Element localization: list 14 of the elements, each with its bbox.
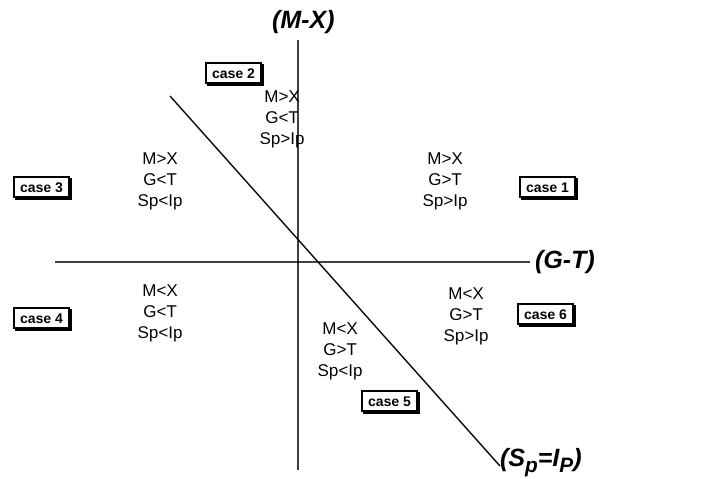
condition-text: M>X G<T Sp<Ip [138, 148, 182, 211]
axis-label: (M-X) [272, 6, 334, 35]
condition-text: M<X G>T Sp<Ip [318, 318, 362, 381]
case-label: case 4 [13, 307, 70, 329]
condition-text: M<X G>T Sp>Ip [444, 283, 488, 346]
condition-text: M>X G>T Sp>Ip [422, 148, 468, 211]
case-label: case 2 [205, 62, 262, 84]
case-label: case 3 [13, 176, 70, 198]
case-label: case 6 [517, 303, 574, 325]
case-label: case 5 [361, 390, 418, 412]
case-label: case 1 [519, 176, 576, 198]
line-label: (S$_{p}$=I$_{P}$) [500, 444, 582, 478]
condition-text: M<X G<T Sp<Ip [138, 280, 182, 343]
axis-label: (G-T) [535, 246, 595, 275]
